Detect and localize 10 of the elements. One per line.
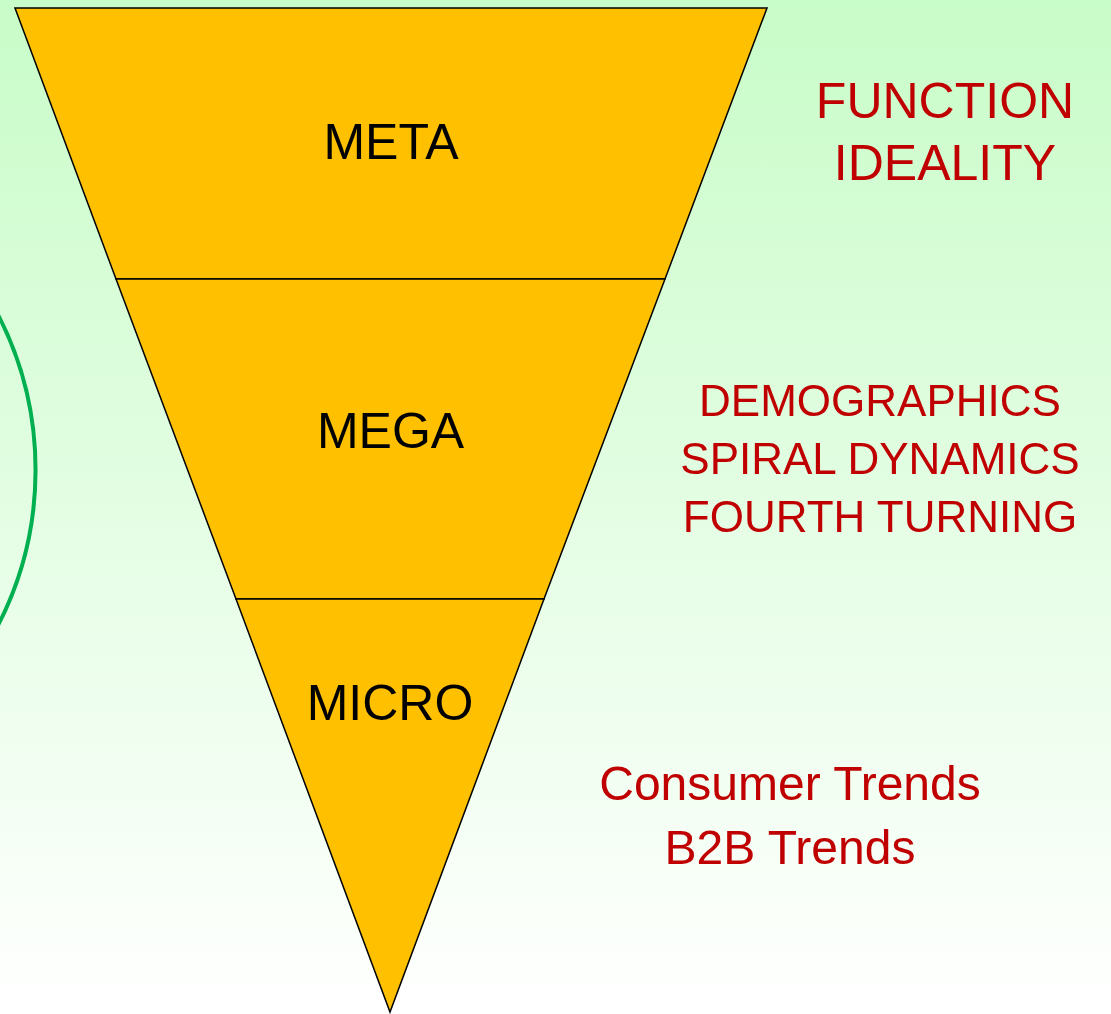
- side-note: IDEALITY: [833, 134, 1057, 193]
- side-note: SPIRAL DYNAMICS: [680, 433, 1080, 485]
- band-label: META: [323, 114, 459, 170]
- side-note: FOURTH TURNING: [682, 491, 1078, 543]
- band-label: MEGA: [316, 403, 465, 459]
- side-note: FUNCTION: [815, 72, 1075, 131]
- side-note: DEMOGRAPHICS: [699, 375, 1061, 427]
- side-note: B2B Trends: [664, 820, 916, 876]
- band-label: MICRO: [306, 675, 474, 731]
- side-note: Consumer Trends: [599, 756, 981, 812]
